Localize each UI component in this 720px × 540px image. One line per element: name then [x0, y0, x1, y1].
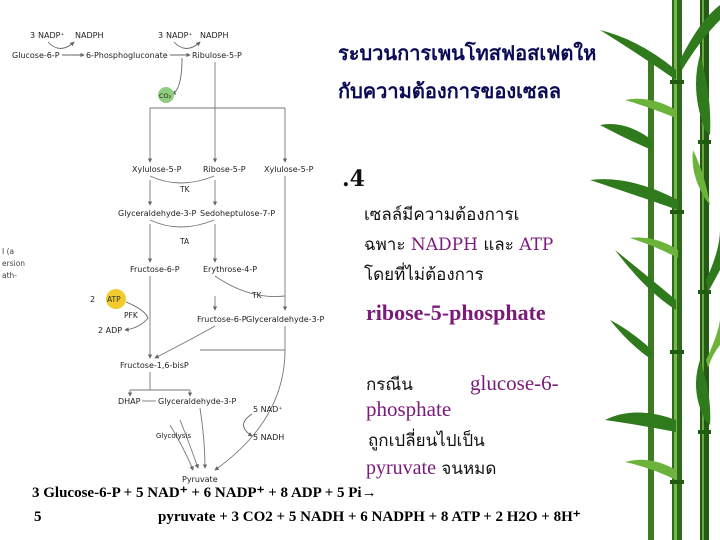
glucose-6-text: glucose-6-: [470, 371, 559, 395]
bamboo-decoration: [590, 0, 720, 540]
nadp-label-1b: NADP⁺: [38, 31, 65, 40]
nadph-highlight: NADPH: [411, 235, 478, 255]
until-done: จนหมด: [436, 459, 496, 479]
phosphate-text: phosphate: [366, 397, 451, 421]
adp-label: 2 ADP: [98, 326, 122, 335]
nadp-label-2: 3: [158, 31, 163, 40]
overall-equation: 3 Glucose-6-P + 5 NAD⁺ + 6 NADP⁺ + 8 ADP…: [32, 485, 581, 525]
equation-line-2: pyruvate + 3 CO2 + 5 NADH + 6 NADPH + 8 …: [158, 509, 581, 525]
glycolysis-label: Glycolysis: [156, 432, 191, 440]
and-word: และ: [478, 235, 519, 255]
node-ribulose-5-p: Ribulose-5-P: [192, 51, 242, 60]
node-pyruvate: Pyruvate: [182, 475, 218, 484]
pyruvate-line: pyruvate จนหมด: [366, 457, 496, 479]
nadph-label-2b: NADPH: [200, 31, 228, 40]
node-glucose-6-p: Glucose-6-P: [12, 51, 60, 60]
line-2-prefix: ฉพาะ: [364, 235, 411, 255]
nad-label: 5 NAD⁺: [253, 405, 282, 414]
node-fructose-6-p-a: Fructose-6-P: [130, 265, 180, 274]
nadp-label-1: 3: [30, 31, 35, 40]
co2-label: CO₂: [159, 92, 172, 100]
node-sedoheptulose-7-p: Sedoheptulose-7-P: [200, 209, 275, 218]
nadh-label: 5 NADH: [253, 433, 284, 442]
enzyme-ta: TA: [179, 237, 190, 246]
atp-circle: [106, 289, 126, 309]
co2-circle: [158, 87, 174, 103]
node-xylulose-5-p-a: Xylulose-5-P: [132, 165, 182, 174]
atp-highlight: ATP: [518, 235, 553, 255]
node-ribose-5-p: Ribose-5-P: [203, 165, 246, 174]
margin-text-3: ath-: [2, 271, 17, 280]
converted-text: ถูกเปลี่ยนไปเป็น: [368, 428, 485, 451]
equation-line-2-prefix: 5: [34, 509, 42, 525]
equation-line-1: 3 Glucose-6-P + 5 NAD⁺ + 6 NADP⁺ + 8 ADP…: [32, 485, 377, 501]
atp-label: ATP: [107, 295, 121, 304]
node-fructose-1-6-bisp: Fructose-1,6-bisP: [120, 361, 189, 370]
margin-text-2: ersion: [2, 259, 25, 268]
node-glyceraldehyde-3-p-c: Glyceraldehyde-3-P: [158, 397, 237, 406]
node-fructose-6-p-b: Fructose-6-P: [197, 315, 247, 324]
node-glyceraldehyde-3-p-a: Glyceraldehyde-3-P: [118, 209, 197, 218]
line-2: ฉพาะ NADPH และ ATP: [364, 235, 553, 255]
margin-text-1: I (a: [2, 247, 14, 256]
node-xylulose-5-p-b: Xylulose-5-P: [264, 165, 314, 174]
node-erythrose-4-p: Erythrose-4-P: [203, 265, 257, 274]
line-1: เซลล์มีความต้องการเ: [364, 205, 519, 225]
explanation-text: ระบวนการเพนโทสฟอสเฟตให กับความต้องการของ…: [338, 41, 596, 479]
nadp-label-2b: NADP⁺: [166, 31, 193, 40]
node-dhap: DHAP: [118, 397, 141, 406]
title-line-2: กับความต้องการของเซลล: [338, 79, 561, 103]
case-word: กรณีน: [366, 375, 413, 395]
node-6-phosphogluconate: 6-Phosphogluconate: [86, 51, 168, 60]
ribose-5-phosphate: ribose-5-phosphate: [366, 300, 546, 325]
node-glyceraldehyde-3-p-b: Glyceraldehyde-3-P: [246, 315, 325, 324]
pyruvate-highlight: pyruvate: [366, 457, 436, 479]
section-number: .4: [342, 166, 365, 192]
title-line-1: ระบวนการเพนโทสฟอสเฟตให: [338, 41, 596, 65]
enzyme-tk-2: TK: [251, 291, 263, 300]
enzyme-tk-1: TK: [179, 185, 191, 194]
enzyme-pfk: PFK: [124, 311, 139, 320]
pathway-diagram: 3 NADP⁺ NADPH 3 NADP⁺ NADPH Glucose-6-P …: [2, 31, 325, 484]
nadph-label-1b: NADPH: [75, 31, 103, 40]
atp-count: 2: [90, 295, 95, 304]
line-3: โดยที่ไม่ต้องการ: [364, 262, 484, 285]
